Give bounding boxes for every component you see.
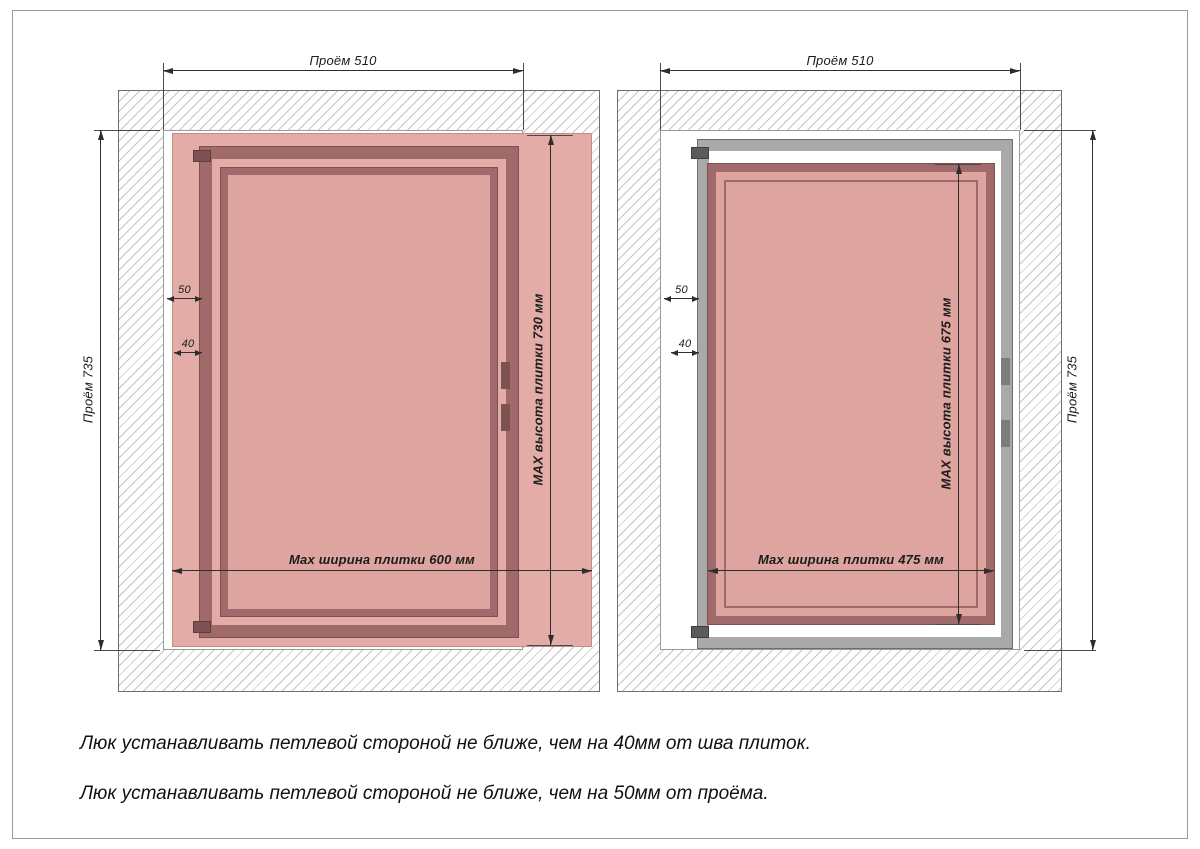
left-hatch-door: [220, 167, 498, 617]
left-hinge-bottom-icon: [193, 621, 211, 633]
note-opening-clearance: Люк устанавливать петлевой стороной не б…: [80, 783, 769, 804]
left-dim-opening-width: [163, 68, 523, 74]
right-dim-opening-width: [660, 68, 1020, 74]
left-dim-seam-offset: [174, 350, 202, 356]
right-dim-seam-offset: [671, 350, 699, 356]
right-dim-hinge-offset: [664, 296, 699, 302]
left-ext-line: [94, 650, 160, 651]
right-latch-bottom-icon: [1001, 420, 1010, 447]
right-seam-offset-label: 40: [678, 338, 692, 350]
right-opening-width-label: Проём 510: [806, 53, 874, 68]
right-tile-height-label: MAX высота плитки 675 мм: [938, 297, 954, 490]
right-tile-width-label: Max ширина плитки 475 мм: [758, 552, 944, 567]
left-ext-line: [94, 130, 160, 131]
left-dim-opening-height: [98, 130, 104, 650]
left-ext-line: [523, 63, 524, 130]
left-dim-tile-height: [548, 135, 554, 645]
left-dim-tile-width: [172, 568, 592, 574]
right-ext-line: [1020, 63, 1021, 130]
left-ext-line: [527, 645, 573, 646]
left-opening-height-label: Проём 735: [80, 355, 96, 424]
right-hinge-bottom-icon: [691, 626, 709, 638]
right-hatch-door: [724, 180, 978, 608]
right-ext-line: [1024, 650, 1096, 651]
right-opening-height-label: Проём 735: [1064, 355, 1080, 424]
right-hinge-offset-label: 50: [675, 284, 688, 296]
right-dim-tile-width: [708, 568, 994, 574]
left-tile-height-label: MAX высота плитки 730 мм: [530, 293, 546, 486]
right-ext-line: [935, 624, 981, 625]
left-opening-width-label: Проём 510: [309, 53, 377, 68]
left-latch-bottom-icon: [501, 404, 510, 431]
right-hinge-top-icon: [691, 147, 709, 159]
left-seam-offset-label: 40: [181, 338, 195, 350]
sheet-border: [12, 10, 1188, 839]
left-ext-line: [163, 63, 164, 130]
right-latch-top-icon: [1001, 358, 1010, 385]
note-seam-clearance: Люк устанавливать петлевой стороной не б…: [80, 733, 811, 754]
right-dim-opening-height: [1090, 130, 1096, 650]
right-tile-field: [707, 163, 995, 625]
right-dim-tile-height: [956, 164, 962, 624]
left-latch-top-icon: [501, 362, 510, 389]
left-dim-hinge-offset: [167, 296, 202, 302]
left-hinge-offset-label: 50: [178, 284, 191, 296]
left-hinge-top-icon: [193, 150, 211, 162]
left-tile-width-label: Max ширина плитки 600 мм: [289, 552, 475, 567]
right-ext-line: [660, 63, 661, 130]
left-hatch-frame: [199, 146, 519, 638]
right-ext-line: [1024, 130, 1096, 131]
